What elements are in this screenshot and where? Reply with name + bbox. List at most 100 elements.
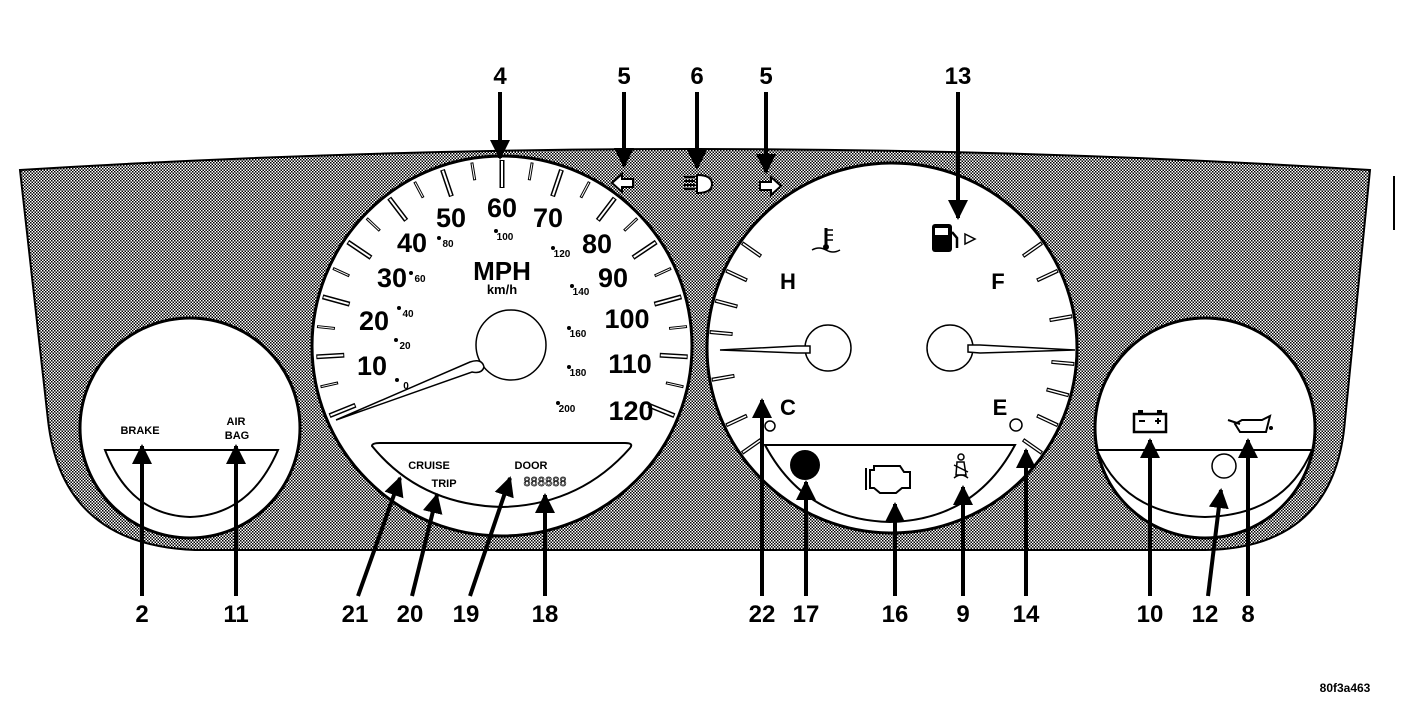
speedometer-tick-inner (317, 354, 344, 358)
callout-number: 16 (882, 601, 909, 628)
callout-number: 21 (342, 601, 369, 628)
callout-arrow (1206, 488, 1229, 597)
gauge-tick-inner (716, 300, 737, 308)
gauge-tick-inner (1052, 361, 1074, 365)
mph-scale-label: 120 (608, 396, 653, 426)
speedometer-tick-inner (624, 218, 637, 231)
trip-indicator-label: TRIP (431, 478, 456, 490)
left-turn-signal-icon (610, 171, 634, 195)
callout-arrow (468, 476, 514, 597)
gauge-tick-inner (1037, 415, 1058, 426)
indicator-lamp-22 (764, 420, 776, 432)
kmh-scale-dot (437, 236, 441, 240)
temp-hot-label: H (780, 269, 796, 294)
seatbelt-icon (953, 453, 969, 479)
door-ajar-label: DOOR (515, 460, 548, 472)
callout-number: 6 (690, 63, 703, 90)
left-warning-pod: BRAKE AIR BAG (78, 316, 302, 540)
kmh-scale-dot (494, 229, 498, 233)
kmh-scale-label: 40 (402, 309, 414, 320)
kmh-scale-dot (395, 378, 399, 382)
kmh-scale-label: 180 (570, 368, 587, 379)
speedometer-tick-inner (367, 218, 380, 231)
kmh-unit-label: km/h (487, 282, 517, 297)
mph-scale-label: 60 (487, 193, 517, 223)
gauge-tick-inner (742, 242, 761, 257)
kmh-scale-label: 140 (573, 287, 590, 298)
airbag-warning-label-line1: AIR (227, 416, 246, 428)
speedometer-tick-inner (441, 170, 453, 196)
speedometer-tick-inner (414, 182, 424, 198)
temp-gauge-needle (719, 345, 811, 354)
speedometer-tick-inner (633, 241, 656, 258)
callout-number: 9 (956, 601, 969, 628)
oil-pressure-icon (1227, 414, 1273, 433)
kmh-scale-dot (567, 326, 571, 330)
callout-number: 22 (749, 601, 776, 628)
mph-scale-label: 50 (436, 203, 466, 233)
callout-number: 20 (397, 601, 424, 628)
kmh-scale-dot (394, 338, 398, 342)
callout-number: 12 (1192, 601, 1219, 628)
callout-number: 10 (1137, 601, 1164, 628)
check-engine-icon (865, 465, 911, 494)
mph-scale-label: 40 (397, 228, 427, 258)
coolant-temperature-icon (811, 228, 841, 253)
callout-number: 19 (453, 601, 480, 628)
fuel-gauge-needle (967, 344, 1076, 354)
speedometer-tick-inner (597, 198, 615, 221)
kmh-scale-dot (567, 365, 571, 369)
callout-arrow (356, 476, 404, 597)
speedometer-tick-inner (333, 268, 349, 276)
speedometer-needle (335, 360, 485, 421)
kmh-scale-label: 20 (399, 341, 411, 352)
kmh-scale-label: 120 (554, 249, 571, 260)
speedometer-tick-inner (655, 268, 671, 276)
callout-number: 8 (1241, 601, 1254, 628)
speedometer-tick-inner (321, 382, 338, 388)
fuel-full-label: F (991, 269, 1004, 294)
kmh-scale-dot (551, 246, 555, 250)
kmh-scale-dot (570, 284, 574, 288)
callout-number: 5 (759, 63, 772, 90)
gauge-tick-inner (712, 375, 734, 381)
gauge-tick-inner (1023, 439, 1042, 454)
kmh-scale-dot (409, 271, 413, 275)
gauge-tick-inner (726, 270, 747, 281)
callout-number: 5 (617, 63, 630, 90)
speedometer-tick-inner (649, 404, 674, 417)
mph-unit-label: MPH (473, 256, 531, 286)
gauge-tick-inner (742, 439, 761, 454)
mph-scale-label: 80 (582, 229, 612, 259)
mph-scale-label: 90 (598, 263, 628, 293)
temp-gauge-hub (804, 324, 852, 372)
speedometer-tick-inner (471, 163, 476, 180)
high-beam-icon (684, 173, 714, 195)
temperature-fuel-gauge: H C F E (705, 161, 1079, 535)
temp-cold-label: C (780, 395, 796, 420)
kmh-scale-dot (556, 401, 560, 405)
callout-arrow (410, 493, 443, 597)
kmh-scale-label: 200 (559, 404, 576, 415)
callout-number: 18 (532, 601, 559, 628)
speedometer-tick-inner (580, 182, 590, 198)
gauge-tick-inner (710, 331, 732, 335)
right-turn-signal-icon (759, 174, 783, 198)
speedometer-tick-inner (323, 296, 349, 305)
callout-number: 11 (223, 601, 248, 628)
speedometer-tick-inner (389, 198, 407, 221)
indicator-lamp-12 (1211, 453, 1237, 479)
speedometer-tick-inner (317, 326, 334, 329)
kmh-scale-label: 100 (497, 232, 514, 243)
mph-scale-label: 70 (533, 203, 563, 233)
mph-scale-label: 110 (608, 349, 652, 379)
cruise-indicator-label: CRUISE (408, 460, 450, 472)
speedometer-tick-inner (660, 354, 687, 358)
fuel-pump-icon (932, 224, 977, 252)
speedometer-hub (475, 309, 547, 381)
warning-lamp-17 (790, 450, 820, 480)
gauge-tick-inner (1023, 242, 1042, 257)
kmh-scale-label: 80 (442, 239, 454, 250)
battery-icon (1132, 410, 1168, 434)
